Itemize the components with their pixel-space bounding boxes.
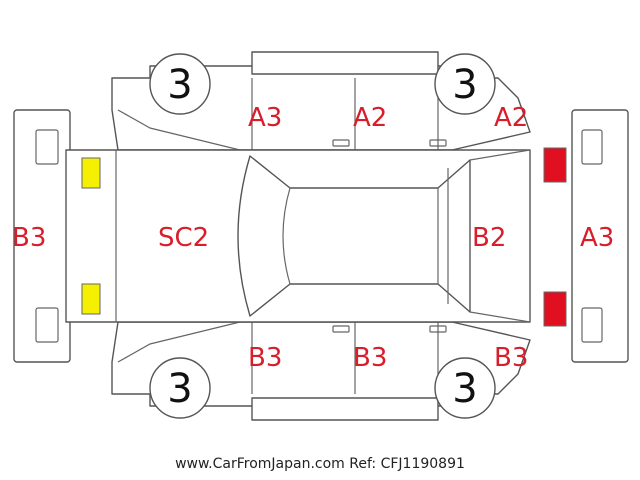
tire-rear-bottom: 3 <box>434 357 496 419</box>
front-door-top-code: A3 <box>248 103 282 133</box>
rear-lamps <box>543 147 567 327</box>
footer-site: www.CarFromJapan.com <box>175 456 345 472</box>
front-lamp-bottom <box>81 283 101 315</box>
tire-front-bottom: 3 <box>149 357 211 419</box>
rear-bumper-code: A3 <box>580 223 614 253</box>
front-door-bottom-code: B3 <box>248 343 282 373</box>
rear-lamp-bottom <box>543 291 567 327</box>
hood-code: SC2 <box>158 223 209 253</box>
tire-rear-bottom-code: 3 <box>452 366 477 412</box>
rear-quarter-top-code: A2 <box>494 103 528 133</box>
footer-caption: www.CarFromJapan.com Ref: CFJ1190891 <box>0 456 640 472</box>
rear-door-bottom-code: B3 <box>353 343 387 373</box>
rear-door-top-code: A2 <box>353 103 387 133</box>
tire-rear-top-code: 3 <box>452 62 477 108</box>
trunk-code: B2 <box>472 223 506 253</box>
footer-ref: Ref: CFJ1190891 <box>349 456 465 472</box>
car-body-top-view <box>65 149 531 323</box>
front-lamps <box>81 157 101 315</box>
front-bumper-code: B3 <box>12 223 46 253</box>
tire-rear-top: 3 <box>434 53 496 115</box>
tire-front-top-code: 3 <box>167 62 192 108</box>
rear-lamp-top <box>543 147 567 183</box>
tire-front-top: 3 <box>149 53 211 115</box>
tire-front-bottom-code: 3 <box>167 366 192 412</box>
rear-quarter-bottom-code: B3 <box>494 343 528 373</box>
front-lamp-top <box>81 157 101 189</box>
rear-bumper <box>571 109 629 363</box>
